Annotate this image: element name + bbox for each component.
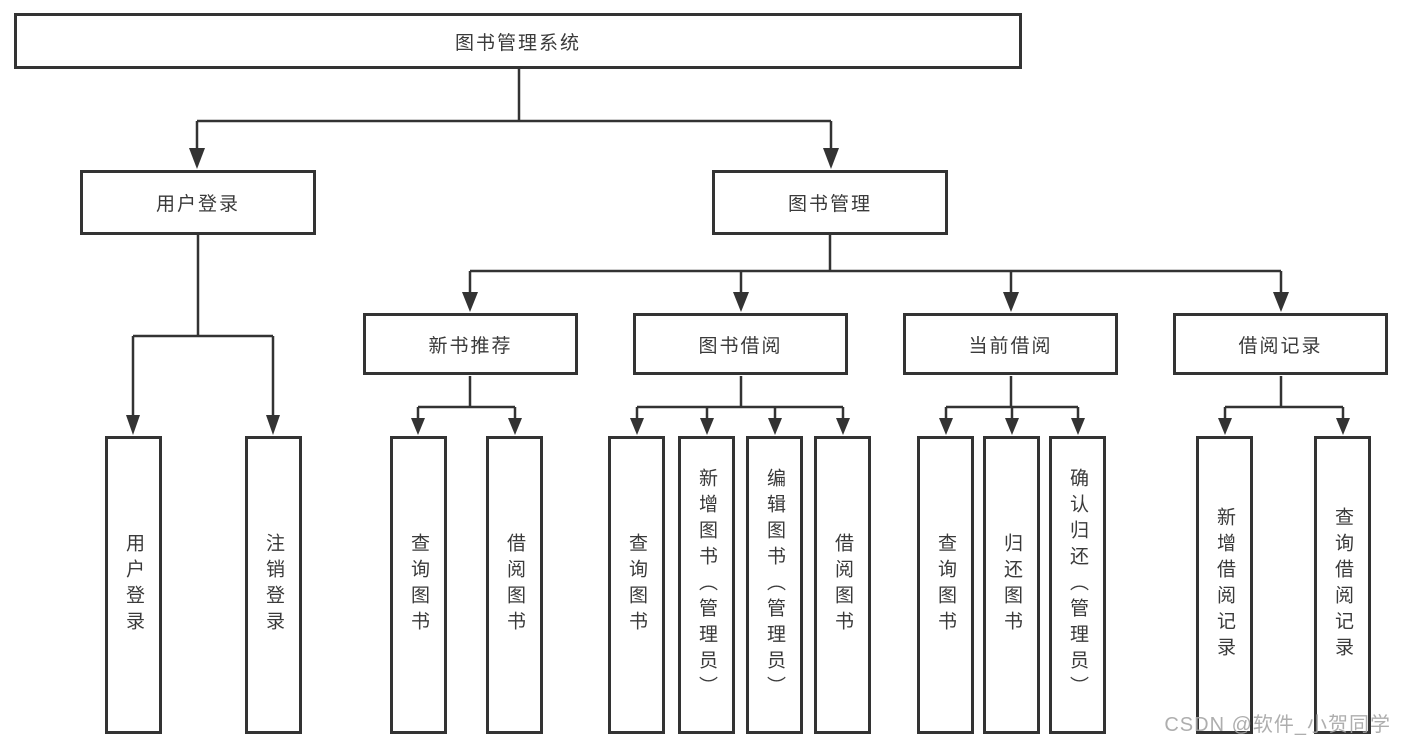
node-label: 图书管理 [787, 194, 872, 215]
node-user-login: 用户登录 [80, 170, 316, 235]
leaf-label: 注销登录 [263, 533, 284, 637]
node-book-borrowing: 图书借阅 [633, 313, 848, 375]
leaf-confirm-return-admin: 确认归还（管理员） [1049, 436, 1106, 734]
csdn-watermark: CSDN @软件_小贺同学 [1164, 714, 1391, 736]
node-label: 当前借阅 [968, 335, 1053, 357]
leaf-edit-book-admin: 编辑图书（管理员） [746, 436, 803, 734]
leaf-label: 新增借阅记录 [1214, 507, 1235, 663]
node-borrowing-records: 借阅记录 [1173, 313, 1388, 375]
node-current-borrowing: 当前借阅 [903, 313, 1118, 375]
node-book-management: 图书管理 [712, 170, 948, 235]
leaf-query-borrow-record: 查询借阅记录 [1314, 436, 1371, 734]
leaf-query-books-1: 查询图书 [390, 436, 447, 734]
leaf-label: 确认归还（管理员） [1067, 468, 1088, 702]
leaf-query-books-2: 查询图书 [608, 436, 665, 734]
leaf-label: 查询图书 [935, 533, 956, 637]
leaf-add-book-admin: 新增图书（管理员） [678, 436, 735, 734]
leaf-label: 借阅图书 [832, 533, 853, 637]
leaf-label: 查询借阅记录 [1332, 507, 1353, 663]
leaf-label: 用户登录 [123, 533, 144, 637]
leaf-query-books-3: 查询图书 [917, 436, 974, 734]
leaf-label: 新增图书（管理员） [696, 468, 717, 702]
leaf-label: 归还图书 [1001, 533, 1022, 637]
node-library-management-system: 图书管理系统 [14, 13, 1022, 69]
node-label: 借阅记录 [1238, 335, 1323, 357]
leaf-label: 编辑图书（管理员） [764, 468, 785, 702]
node-label: 图书管理系统 [454, 32, 581, 54]
node-label: 用户登录 [155, 194, 240, 215]
leaf-label: 借阅图书 [504, 533, 525, 637]
leaf-return-book: 归还图书 [983, 436, 1040, 734]
leaf-logout: 注销登录 [245, 436, 302, 734]
leaf-label: 查询图书 [408, 533, 429, 637]
node-label: 图书借阅 [698, 335, 783, 357]
leaf-borrow-books-1: 借阅图书 [486, 436, 543, 734]
leaf-borrow-books-2: 借阅图书 [814, 436, 871, 734]
node-new-book-recommend: 新书推荐 [363, 313, 578, 375]
leaf-add-borrow-record: 新增借阅记录 [1196, 436, 1253, 734]
leaf-user-login: 用户登录 [105, 436, 162, 734]
leaf-label: 查询图书 [626, 533, 647, 637]
arrowheads [126, 148, 1350, 435]
node-label: 新书推荐 [428, 335, 513, 357]
